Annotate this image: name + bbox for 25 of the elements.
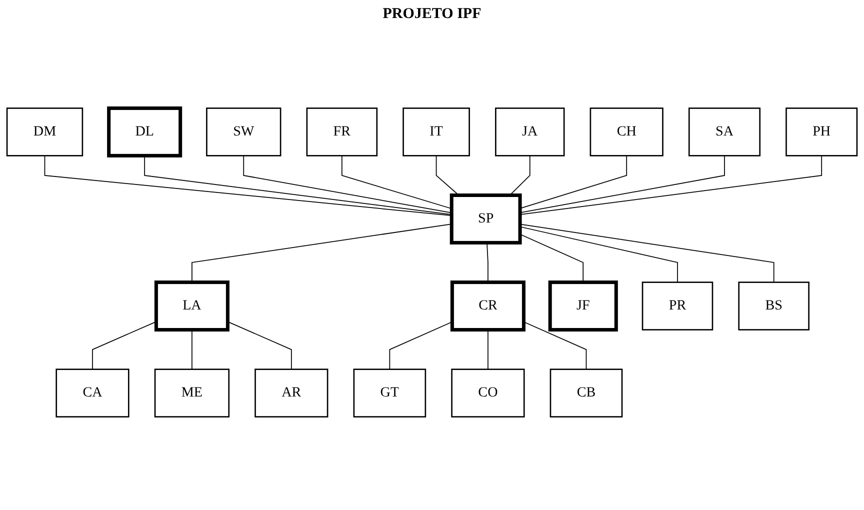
node-box: CO bbox=[451, 368, 525, 418]
node-box: CB bbox=[550, 368, 623, 418]
node-box: ME bbox=[154, 368, 230, 418]
connector bbox=[486, 242, 488, 283]
node-box: JF bbox=[548, 280, 618, 332]
node-box: PR bbox=[642, 282, 714, 330]
node-box: CA bbox=[56, 368, 130, 418]
node-box: SA bbox=[688, 108, 761, 156]
node-box: PH bbox=[786, 108, 858, 156]
node-box: GT bbox=[353, 368, 426, 418]
node-box: CH bbox=[590, 108, 664, 156]
node-box: DL bbox=[107, 106, 182, 158]
node-box: CR bbox=[450, 280, 526, 332]
node-box: IT bbox=[402, 108, 470, 156]
connector bbox=[509, 155, 530, 196]
node-box: LA bbox=[154, 280, 230, 332]
node-box: SW bbox=[206, 108, 282, 156]
node-box: SP bbox=[450, 193, 522, 244]
node-box: BS bbox=[738, 282, 810, 330]
node-box: AR bbox=[254, 368, 328, 418]
node-box: JA bbox=[495, 108, 565, 156]
diagram-title: PROJETO IPF bbox=[382, 6, 482, 23]
node-box: FR bbox=[306, 108, 378, 156]
node-box: DM bbox=[6, 108, 84, 156]
connector bbox=[436, 155, 460, 196]
